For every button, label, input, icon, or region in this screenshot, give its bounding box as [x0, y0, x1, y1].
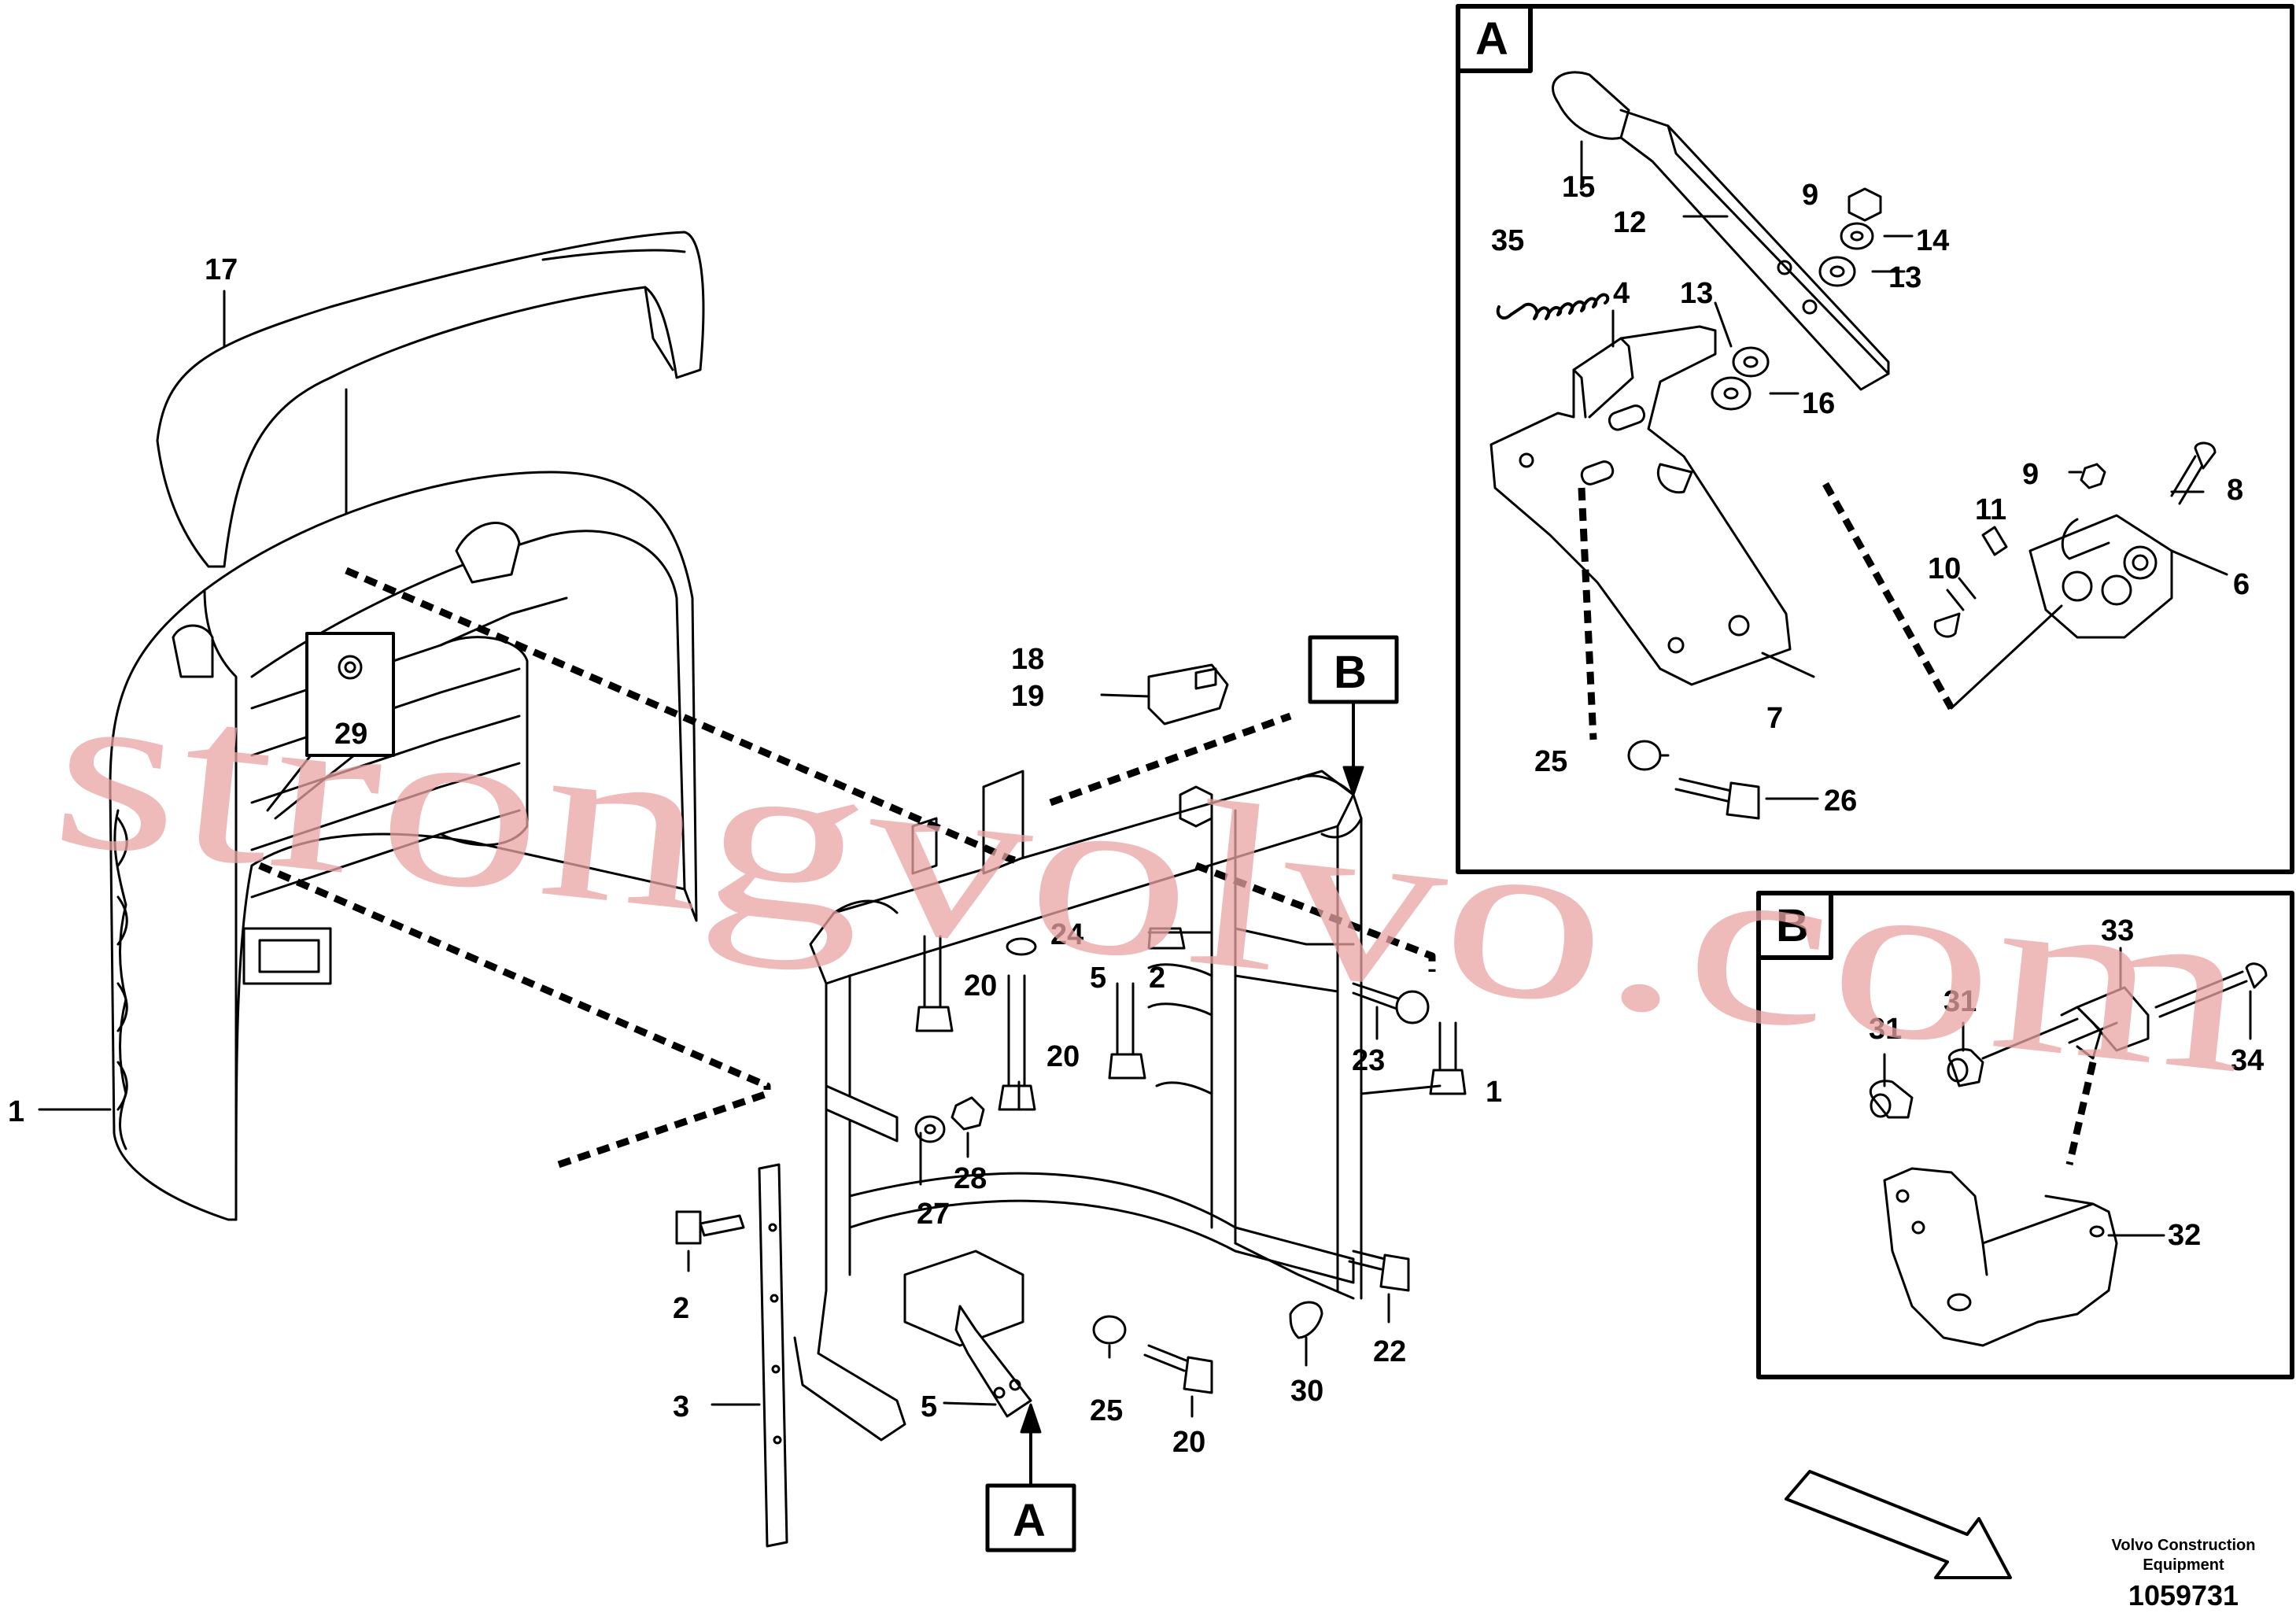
callout-14: 14: [1916, 224, 1949, 257]
callout-25: 25: [1534, 745, 1567, 778]
support-frame: [793, 770, 1363, 1442]
callout-15: 15: [1562, 171, 1595, 204]
callout-35: 35: [1491, 224, 1524, 257]
callout-1: 1: [1486, 1076, 1502, 1109]
view-marker-a: [985, 1403, 1076, 1552]
callout-13: 13: [1680, 277, 1713, 310]
detail-panel-a: [1456, 4, 2294, 874]
leader-lines: [38, 290, 1441, 1418]
callout-13: 13: [1888, 261, 1921, 294]
top-cover-part-17: [156, 231, 705, 568]
callout-3: 3: [673, 1390, 689, 1423]
callout-2: 2: [1149, 962, 1165, 995]
callout-10: 10: [1928, 552, 1961, 585]
callout-31: 31: [1943, 985, 1977, 1018]
callout-8: 8: [2227, 474, 2243, 507]
callout-34: 34: [2231, 1044, 2264, 1077]
hood-body-part-1: [109, 471, 698, 1221]
footer-line-1: Volvo Construction: [2112, 1537, 2256, 1554]
callout-20: 20: [1172, 1426, 1205, 1459]
view-marker-b: [1308, 635, 1399, 796]
panel-a-letter: A: [1475, 13, 1508, 65]
callout-27: 27: [917, 1198, 950, 1231]
main-callouts: 1 1 2 2 3 5 5 17 18 19 20 20 20 22 23 24…: [8, 253, 1502, 1546]
callout-20: 20: [964, 969, 997, 1002]
callout-23: 23: [1352, 1044, 1385, 1077]
lock-part-5: [903, 1250, 1032, 1418]
callout-7: 7: [1766, 702, 1783, 735]
callout-6: 6: [2233, 568, 2250, 601]
main-view: [38, 231, 1467, 1552]
callout-1: 1: [8, 1095, 24, 1128]
callout-16: 16: [1802, 387, 1835, 420]
callout-33: 33: [2101, 914, 2134, 947]
strip-part-3: [758, 1163, 788, 1548]
footer-line-2: Equipment: [2143, 1556, 2224, 1574]
callout-32: 32: [2168, 1219, 2201, 1252]
panel-b-callouts: B 31 31 32 33 34: [1776, 900, 2264, 1252]
footer: Volvo Construction Equipment 1059731: [2112, 1537, 2256, 1611]
callout-5: 5: [1090, 962, 1106, 995]
callout-19: 19: [1011, 680, 1044, 713]
callout-28: 28: [954, 1162, 987, 1195]
panel-a-callouts: A 4 6 7 8 9 9 10 11 12 13 13 14 15 16 25…: [1475, 13, 2250, 818]
callout-4: 4: [1613, 277, 1630, 310]
fasteners: [675, 927, 1467, 1394]
callout-9: 9: [1802, 179, 1818, 212]
callout-20: 20: [1046, 1040, 1080, 1073]
callout-12: 12: [1613, 206, 1646, 239]
callout-17: 17: [205, 253, 238, 286]
callout-18: 18: [1011, 643, 1044, 676]
callout-25: 25: [1090, 1394, 1123, 1427]
direction-arrow-icon: [1785, 1470, 2012, 1579]
callout-22: 22: [1373, 1335, 1406, 1368]
callout-2: 2: [673, 1292, 689, 1325]
drawing-number: 1059731: [2128, 1579, 2239, 1611]
callout-24: 24: [1050, 918, 1083, 951]
bumper-part-18-19: [1147, 663, 1229, 725]
callout-11: 11: [1975, 493, 2006, 526]
callout-29: 29: [334, 718, 367, 751]
view-a-label: A: [1013, 1495, 1046, 1546]
dashed-routing-lines: [258, 567, 1436, 1168]
view-b-label: B: [1334, 647, 1367, 698]
callout-9: 9: [2022, 458, 2039, 491]
callout-26: 26: [1824, 785, 1857, 818]
clip-inset-part-29: [266, 632, 395, 820]
callout-5: 5: [921, 1390, 937, 1423]
detail-panel-b: [1756, 891, 2294, 1379]
callout-30: 30: [1290, 1375, 1323, 1408]
callout-31: 31: [1869, 1013, 1902, 1046]
panel-b-letter: B: [1776, 900, 1809, 951]
